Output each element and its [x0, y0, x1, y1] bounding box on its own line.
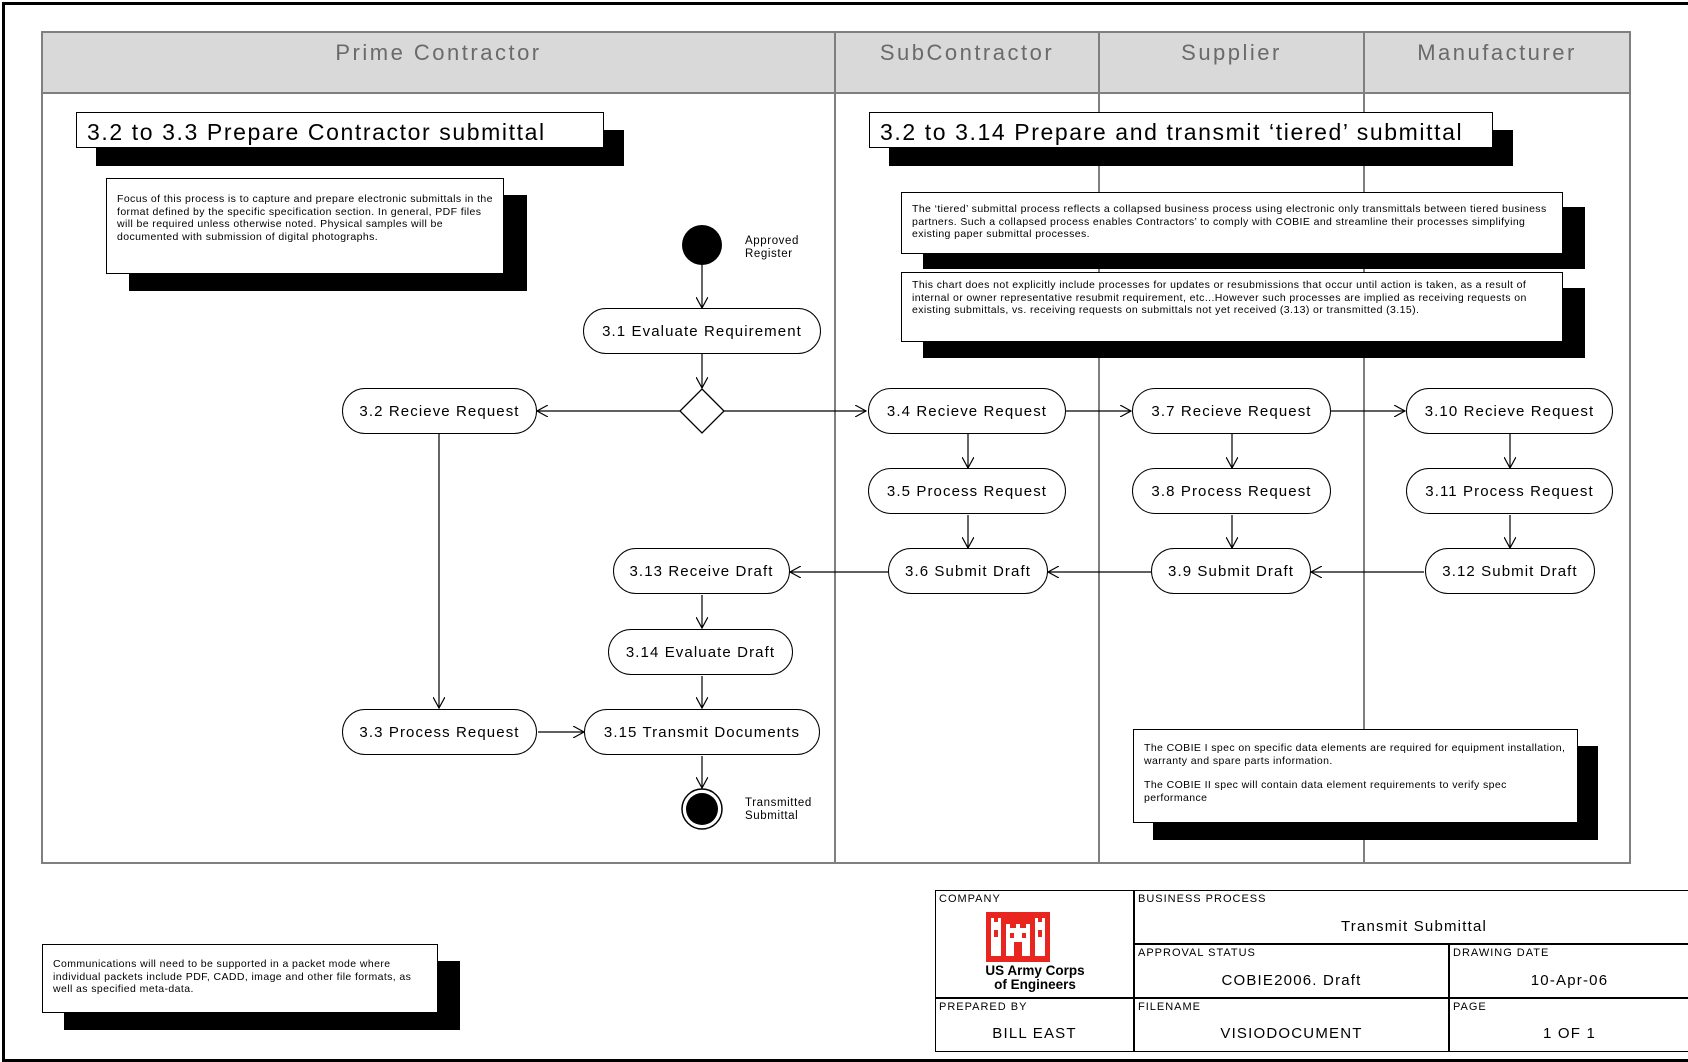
- banner-contractor: 3.2 to 3.3 Prepare Contractor submittal: [76, 112, 604, 148]
- activity-3-9[interactable]: 3.9 Submit Draft: [1151, 548, 1311, 594]
- tb-page-value: 1 OF 1: [1542, 1025, 1597, 1042]
- tb-prepared-caption: PREPARED BY: [939, 1001, 1028, 1013]
- start-node: [682, 225, 722, 265]
- activity-3-12[interactable]: 3.12 Submit Draft: [1425, 548, 1595, 594]
- activity-3-10[interactable]: 3.10 Recieve Request: [1406, 388, 1613, 434]
- tb-approval-caption: APPROVAL STATUS: [1138, 947, 1256, 959]
- activity-3-6[interactable]: 3.6 Submit Draft: [888, 548, 1048, 594]
- note-tiered-text: The ‘tiered’ submittal process reflects …: [912, 203, 1547, 240]
- end-node-core: [686, 793, 718, 825]
- note-cobie-text-2: The COBIE II spec will contain data elem…: [1144, 779, 1507, 804]
- decision-diamond: [679, 388, 725, 434]
- tb-process-value: Transmit Submittal: [1340, 918, 1488, 935]
- lane-divider: [1098, 31, 1100, 864]
- tb-logo-line2: of Engineers: [994, 977, 1076, 992]
- activity-3-3[interactable]: 3.3 Process Request: [342, 709, 537, 755]
- start-label: Approved Register: [745, 235, 800, 260]
- tb-company-caption: COMPANY: [939, 893, 1001, 905]
- note-resubmit: This chart does not explicitly include p…: [901, 272, 1563, 342]
- tb-date-caption: DRAWING DATE: [1453, 947, 1550, 959]
- tb-process-caption: BUSINESS PROCESS: [1138, 893, 1267, 905]
- tb-filename-value: VISIODOCUMENT: [1220, 1025, 1363, 1042]
- banner-tiered: 3.2 to 3.14 Prepare and transmit ‘tiered…: [869, 112, 1493, 148]
- activity-3-15[interactable]: 3.15 Transmit Documents: [584, 709, 820, 755]
- activity-3-1[interactable]: 3.1 Evaluate Requirement: [583, 308, 821, 354]
- note-focus-text: Focus of this process is to capture and …: [117, 193, 493, 243]
- note-resubmit-text: This chart does not explicitly include p…: [912, 279, 1527, 316]
- tb-company-cell: [935, 890, 1134, 998]
- tb-date-cell: [1449, 944, 1688, 998]
- tb-approval-cell: [1134, 944, 1449, 998]
- lane-title-supplier: Supplier: [1181, 40, 1282, 65]
- tb-logo-line1: US Army Corps: [985, 963, 1085, 978]
- note-focus: Focus of this process is to capture and …: [106, 178, 504, 274]
- lane-title-prime-contractor: Prime Contractor: [335, 40, 542, 65]
- note-cobie: The COBIE I spec on specific data elemen…: [1133, 729, 1578, 823]
- note-tiered: The ‘tiered’ submittal process reflects …: [901, 192, 1563, 254]
- activity-3-2[interactable]: 3.2 Recieve Request: [342, 388, 537, 434]
- note-comms: Communications will need to be supported…: [42, 944, 438, 1013]
- lane-title-manufacturer: Manufacturer: [1417, 40, 1577, 65]
- activity-3-13[interactable]: 3.13 Receive Draft: [613, 548, 790, 594]
- usace-castle-logo-icon: [986, 912, 1050, 962]
- activity-3-8[interactable]: 3.8 Process Request: [1132, 468, 1331, 514]
- tb-approval-value: COBIE2006. Draft: [1221, 972, 1362, 989]
- swimlane-pool: [41, 31, 1631, 864]
- tb-date-value: 10-Apr-06: [1530, 972, 1609, 989]
- lane-title-subcontractor: SubContractor: [879, 40, 1055, 65]
- activity-3-11[interactable]: 3.11 Process Request: [1406, 468, 1613, 514]
- end-label: Transmitted Submittal: [745, 797, 812, 822]
- activity-3-4[interactable]: 3.4 Recieve Request: [868, 388, 1066, 434]
- lane-divider: [1363, 31, 1365, 864]
- activity-3-14[interactable]: 3.14 Evaluate Draft: [608, 629, 793, 675]
- tb-process-cell: [1134, 890, 1688, 944]
- tb-prepared-value: BILL EAST: [992, 1025, 1077, 1042]
- tb-filename-caption: FILENAME: [1138, 1001, 1202, 1013]
- activity-3-7[interactable]: 3.7 Recieve Request: [1132, 388, 1331, 434]
- note-cobie-text-1: The COBIE I spec on specific data elemen…: [1144, 742, 1566, 767]
- tb-page-caption: PAGE: [1453, 1001, 1487, 1013]
- note-comms-text: Communications will need to be supported…: [53, 958, 412, 995]
- activity-3-5[interactable]: 3.5 Process Request: [868, 468, 1066, 514]
- lane-divider: [834, 31, 836, 864]
